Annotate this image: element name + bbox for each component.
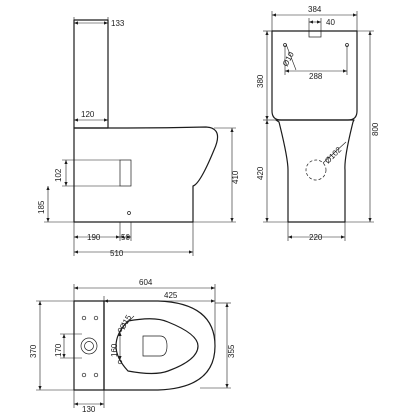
dimension-arrowhead <box>64 182 68 186</box>
side-outlet-offset-label: 50 <box>121 233 130 242</box>
dimension-arrowhead <box>74 21 78 25</box>
dimension-arrowhead <box>118 332 122 336</box>
side-total-depth-label: 510 <box>110 249 124 258</box>
side-outlet-setback-label: 190 <box>87 233 101 242</box>
front-cistern-height-label: 380 <box>256 74 265 88</box>
dimension-arrowhead <box>341 235 345 239</box>
top-waste-width-label: 170 <box>54 343 63 357</box>
dimension-arrowhead <box>368 31 372 35</box>
front-pan-outline <box>275 119 355 223</box>
side-cistern-depth-label: 133 <box>111 19 125 28</box>
dimension-arrowhead <box>62 334 66 338</box>
top-base-depth-label: 130 <box>82 405 96 414</box>
dimension-arrowhead <box>104 299 108 303</box>
dimension-arrowhead <box>74 118 78 122</box>
dimension-arrowhead <box>100 402 104 406</box>
dimension-arrowhead <box>272 13 276 17</box>
side-pan-outline <box>73 126 219 223</box>
dimension-arrowhead <box>116 235 120 239</box>
top-total-length-label: 604 <box>139 278 153 287</box>
dimension-arrowhead <box>265 218 269 222</box>
dimension-arrowhead <box>74 250 78 254</box>
dimension-arrowhead <box>38 301 42 305</box>
top-waste-outline <box>142 335 168 357</box>
side-inlet-height-label: 102 <box>54 168 63 182</box>
top-cistern-bolt-3 <box>81 372 87 378</box>
front-button-width-label: 40 <box>326 18 335 27</box>
dimension-arrowhead <box>46 218 50 222</box>
front-hole-spacing-label: 288 <box>309 72 323 81</box>
side-inlet-opening <box>119 159 132 187</box>
front-view: 384 40 Ø10 288 Ø102 380 4 <box>256 5 380 242</box>
dimension-arrowhead <box>317 20 321 24</box>
dimension-arrowhead <box>265 116 269 120</box>
dimension-arrowhead <box>38 386 42 390</box>
front-pan-height-label: 420 <box>256 166 265 180</box>
dimension-arrowhead <box>225 384 229 388</box>
side-cistern-lid-label: 120 <box>81 110 95 119</box>
dimension-arrowhead <box>46 186 50 190</box>
top-view: 604 425 370 170 Ø15 160 3 <box>29 278 236 414</box>
dimension-arrowhead <box>309 20 313 24</box>
dimension-arrowhead <box>265 31 269 35</box>
top-pan-length-label: 425 <box>164 291 178 300</box>
top-cistern-bolt-2 <box>93 315 99 321</box>
dimension-arrowhead <box>74 235 78 239</box>
dimension-arrowhead <box>104 21 108 25</box>
dimension-arrowheads <box>38 13 372 406</box>
side-pan-height-label: 410 <box>231 170 240 184</box>
dimension-arrowhead <box>211 299 215 303</box>
side-view: 133 120 102 185 190 50 510 <box>37 17 240 258</box>
dimension-arrowhead <box>74 286 78 290</box>
dimension-arrowhead <box>127 235 131 239</box>
dimension-arrowhead <box>120 235 124 239</box>
dimension-arrowhead <box>74 402 78 406</box>
dimension-arrowhead <box>64 160 68 164</box>
top-overall-width-label: 370 <box>29 344 38 358</box>
top-fix-hole-bottom <box>117 359 123 365</box>
dimension-arrowhead <box>285 69 289 73</box>
dimension-arrowhead <box>288 235 292 239</box>
front-button-housing <box>308 30 322 38</box>
top-pan-outline <box>103 300 216 391</box>
top-inlet-ring-outer <box>80 337 98 355</box>
top-cistern-bolt-4 <box>93 372 99 378</box>
dimension-arrowhead <box>211 286 215 290</box>
front-outlet-circle <box>305 159 327 181</box>
top-bowl-outline <box>115 318 199 375</box>
dimension-arrowhead <box>343 69 347 73</box>
front-total-height-label: 800 <box>371 122 380 136</box>
top-inlet-ring-inner <box>84 341 94 351</box>
dimension-arrowhead <box>265 120 269 124</box>
front-width-label: 384 <box>308 5 322 14</box>
top-fix-hole-top <box>117 327 123 333</box>
dimension-arrowhead <box>368 218 372 222</box>
front-base-width-label: 220 <box>309 233 323 242</box>
top-cistern-outline <box>73 300 105 391</box>
top-pan-width-label: 355 <box>227 344 236 358</box>
dimension-arrowhead <box>118 356 122 360</box>
front-outlet-diameter-label: Ø102 <box>323 145 344 166</box>
dimension-arrowhead <box>62 354 66 358</box>
dimension-arrowhead <box>230 128 234 132</box>
dimension-arrowhead <box>230 218 234 222</box>
top-fix-hole-diameter-label: Ø15 <box>118 313 134 331</box>
dimension-arrowhead <box>104 118 108 122</box>
side-outlet-height-label: 185 <box>37 200 46 214</box>
top-fix-hole-spacing-label: 160 <box>110 343 119 357</box>
dimension-arrowhead <box>189 250 193 254</box>
dimension-arrowhead <box>353 13 357 17</box>
front-hole-diameter-label: Ø10 <box>281 50 296 68</box>
top-cistern-bolt-1 <box>81 315 87 321</box>
side-fixing-dot <box>127 211 131 215</box>
dimension-arrowhead <box>225 303 229 307</box>
